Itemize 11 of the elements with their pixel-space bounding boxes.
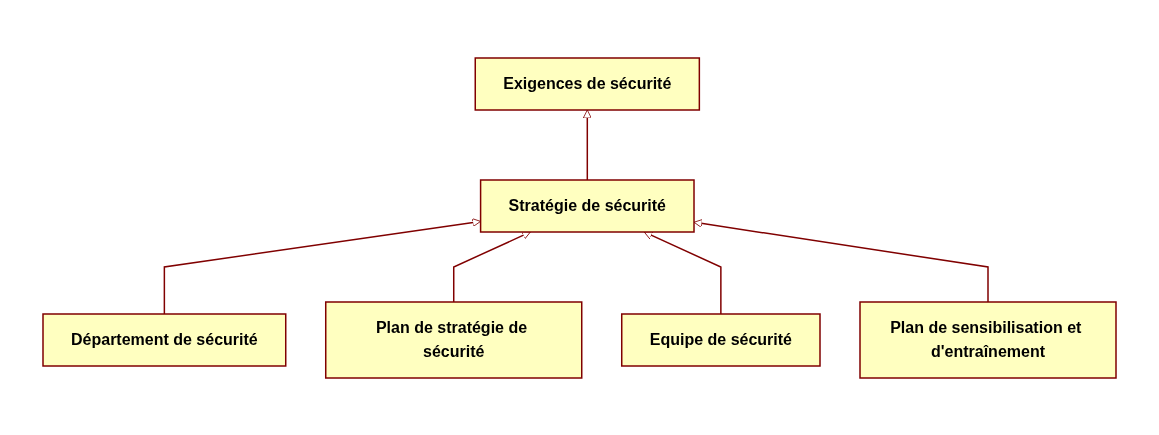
arrow	[453, 230, 531, 303]
arrow	[163, 217, 481, 315]
node-box	[479, 178, 695, 233]
arrow	[582, 109, 592, 181]
arrow	[643, 230, 722, 315]
node-box	[474, 56, 701, 111]
class-diagram: Exigences de sécurité Stratégie de sécurité Département de sécurité Plan de stratégie de sécurité Equipe de sécurité Plan de sensibilisation et d'entraînement	[35, 49, 1124, 386]
node-box	[42, 312, 287, 367]
node-box	[325, 300, 583, 379]
node-box	[859, 300, 1117, 379]
node-box	[621, 312, 821, 367]
